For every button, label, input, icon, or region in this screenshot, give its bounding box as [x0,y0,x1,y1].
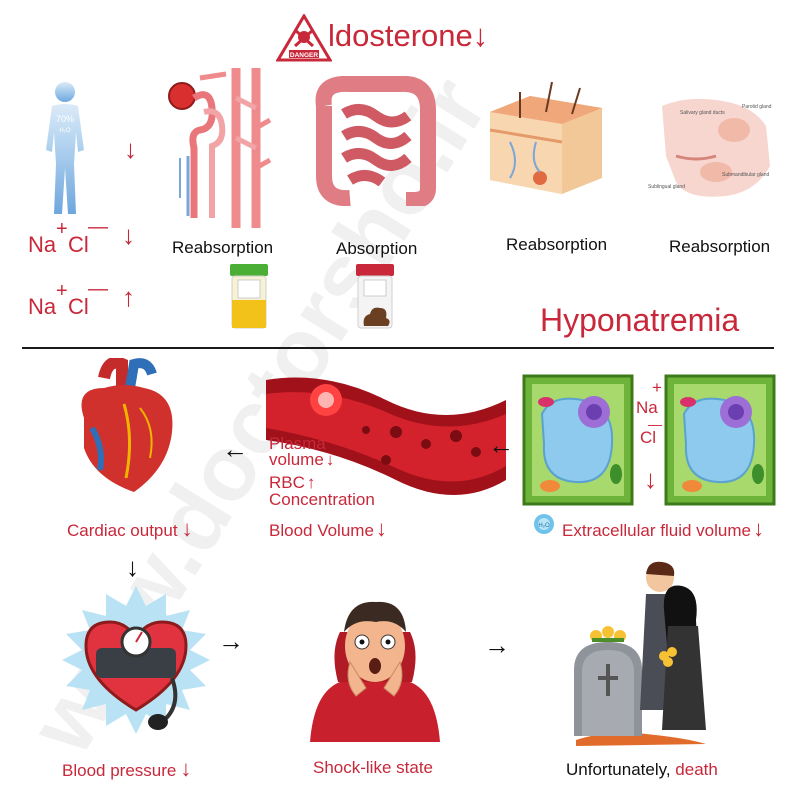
cl-label: Cl [68,232,89,257]
water-drop-icon: H₂O [534,514,554,534]
cell-cl: Cl [640,428,657,447]
cell-ions-down-arrow: ↓ [644,464,657,494]
blood-volume-text: Blood Volume [269,521,374,540]
arrow-left-1: ← [222,434,248,464]
skin-section-icon [490,82,602,194]
nacl-urine-up-arrow: ↑ [122,282,135,312]
kidney-label: Reabsorption [172,238,274,257]
cell-right-icon [664,374,776,506]
cardiac-output-label: Cardiac output↓ [67,516,193,542]
na-plus: + [56,218,68,240]
salivary-gland-icon: Parotid gland Salivary gland ducts Subma… [662,98,772,197]
rbc-concentration-label: RBC↑ Concentration [269,474,375,508]
blood-vessel-icon [266,377,506,495]
plasma-text: Plasma [269,434,326,453]
volume-text: volume [269,450,324,469]
intestine-icon [315,76,436,206]
heart-icon [81,358,173,492]
cell-left-icon [522,374,634,506]
rbc-text: RBC [269,473,305,492]
outcome-death: death [675,760,718,779]
arrow-right-2: → [484,630,510,660]
parotid-label: Parotid gland [742,104,772,110]
nacl-serum: Na + Cl — [28,216,118,266]
body-water-label: H₂O [59,128,71,134]
ecf-h2o: H₂O [538,523,550,529]
arrow-down-black: ↓ [126,552,139,582]
intestine-label: Absorption [336,239,418,258]
nephron-icon [168,68,272,228]
human-body-icon: 70% H₂O [46,82,84,214]
cell-na-plus: + [652,378,662,397]
ecf-label: Extracellular fluid volume↓ [562,516,764,542]
na-label: Na [28,294,57,319]
grave-mourners-icon [574,561,706,746]
plasma-down-arrow: ↓ [325,450,335,469]
plasma-volume-label: Plasma volume↓ [269,434,335,469]
salivary-ducts-label: Salivary gland ducts [680,110,725,116]
ecf-down-arrow: ↓ [752,516,764,541]
concentration-text: Concentration [269,490,375,509]
cell-ions: + Na — Cl [636,378,666,458]
skin-label: Reabsorption [506,235,608,254]
cardiac-output-text: Cardiac output [67,521,178,540]
ecf-text: Extracellular fluid volume [562,521,751,540]
body-water-percent: 70% [56,114,74,124]
cl-label: Cl [68,294,89,319]
cl-minus: — [88,278,108,300]
blood-pressure-text: Blood pressure [62,761,177,780]
blood-volume-label: Blood Volume↓ [269,516,387,542]
na-label: Na [28,232,57,257]
outcome-prefix: Unfortunately, [566,760,676,779]
submandibular-label: Submandibular gland [722,172,769,178]
title-down-arrow: ↓ [472,18,489,53]
nacl-serum-down-arrow: ↓ [122,220,135,250]
salivary-label: Reabsorption [669,237,771,256]
na-plus: + [56,280,68,302]
shocked-man-icon [310,601,440,742]
hyponatremia-heading: Hyponatremia [540,302,740,338]
cardiac-output-down-arrow: ↓ [181,516,193,541]
nacl-urine: Na + Cl — [28,278,118,328]
outcome-label: Unfortunately, death [566,760,718,780]
arrow-left-2: ← [488,430,514,460]
danger-triangle-icon: DANGER [276,14,332,62]
arrow-right-1: → [218,626,244,656]
sublingual-label: Sublingual gland [648,184,685,190]
blood-volume-down-arrow: ↓ [375,516,387,541]
blood-pressure-icon [62,586,210,734]
urine-sample-icon [230,264,268,329]
cell-cl-minus: — [648,416,662,432]
blood-pressure-label: Blood pressure↓ [62,756,191,782]
stool-sample-icon [356,264,394,329]
rbc-up-arrow: ↑ [306,473,316,492]
section-divider [22,347,774,349]
cl-minus: — [88,216,108,238]
shock-label: Shock-like state [313,758,433,777]
body-water-down-arrow: ↓ [124,134,137,164]
cell-na: Na [636,398,658,417]
title-text: ldosterone [328,18,473,53]
blood-pressure-down-arrow: ↓ [180,756,192,781]
danger-label: DANGER [290,52,318,59]
